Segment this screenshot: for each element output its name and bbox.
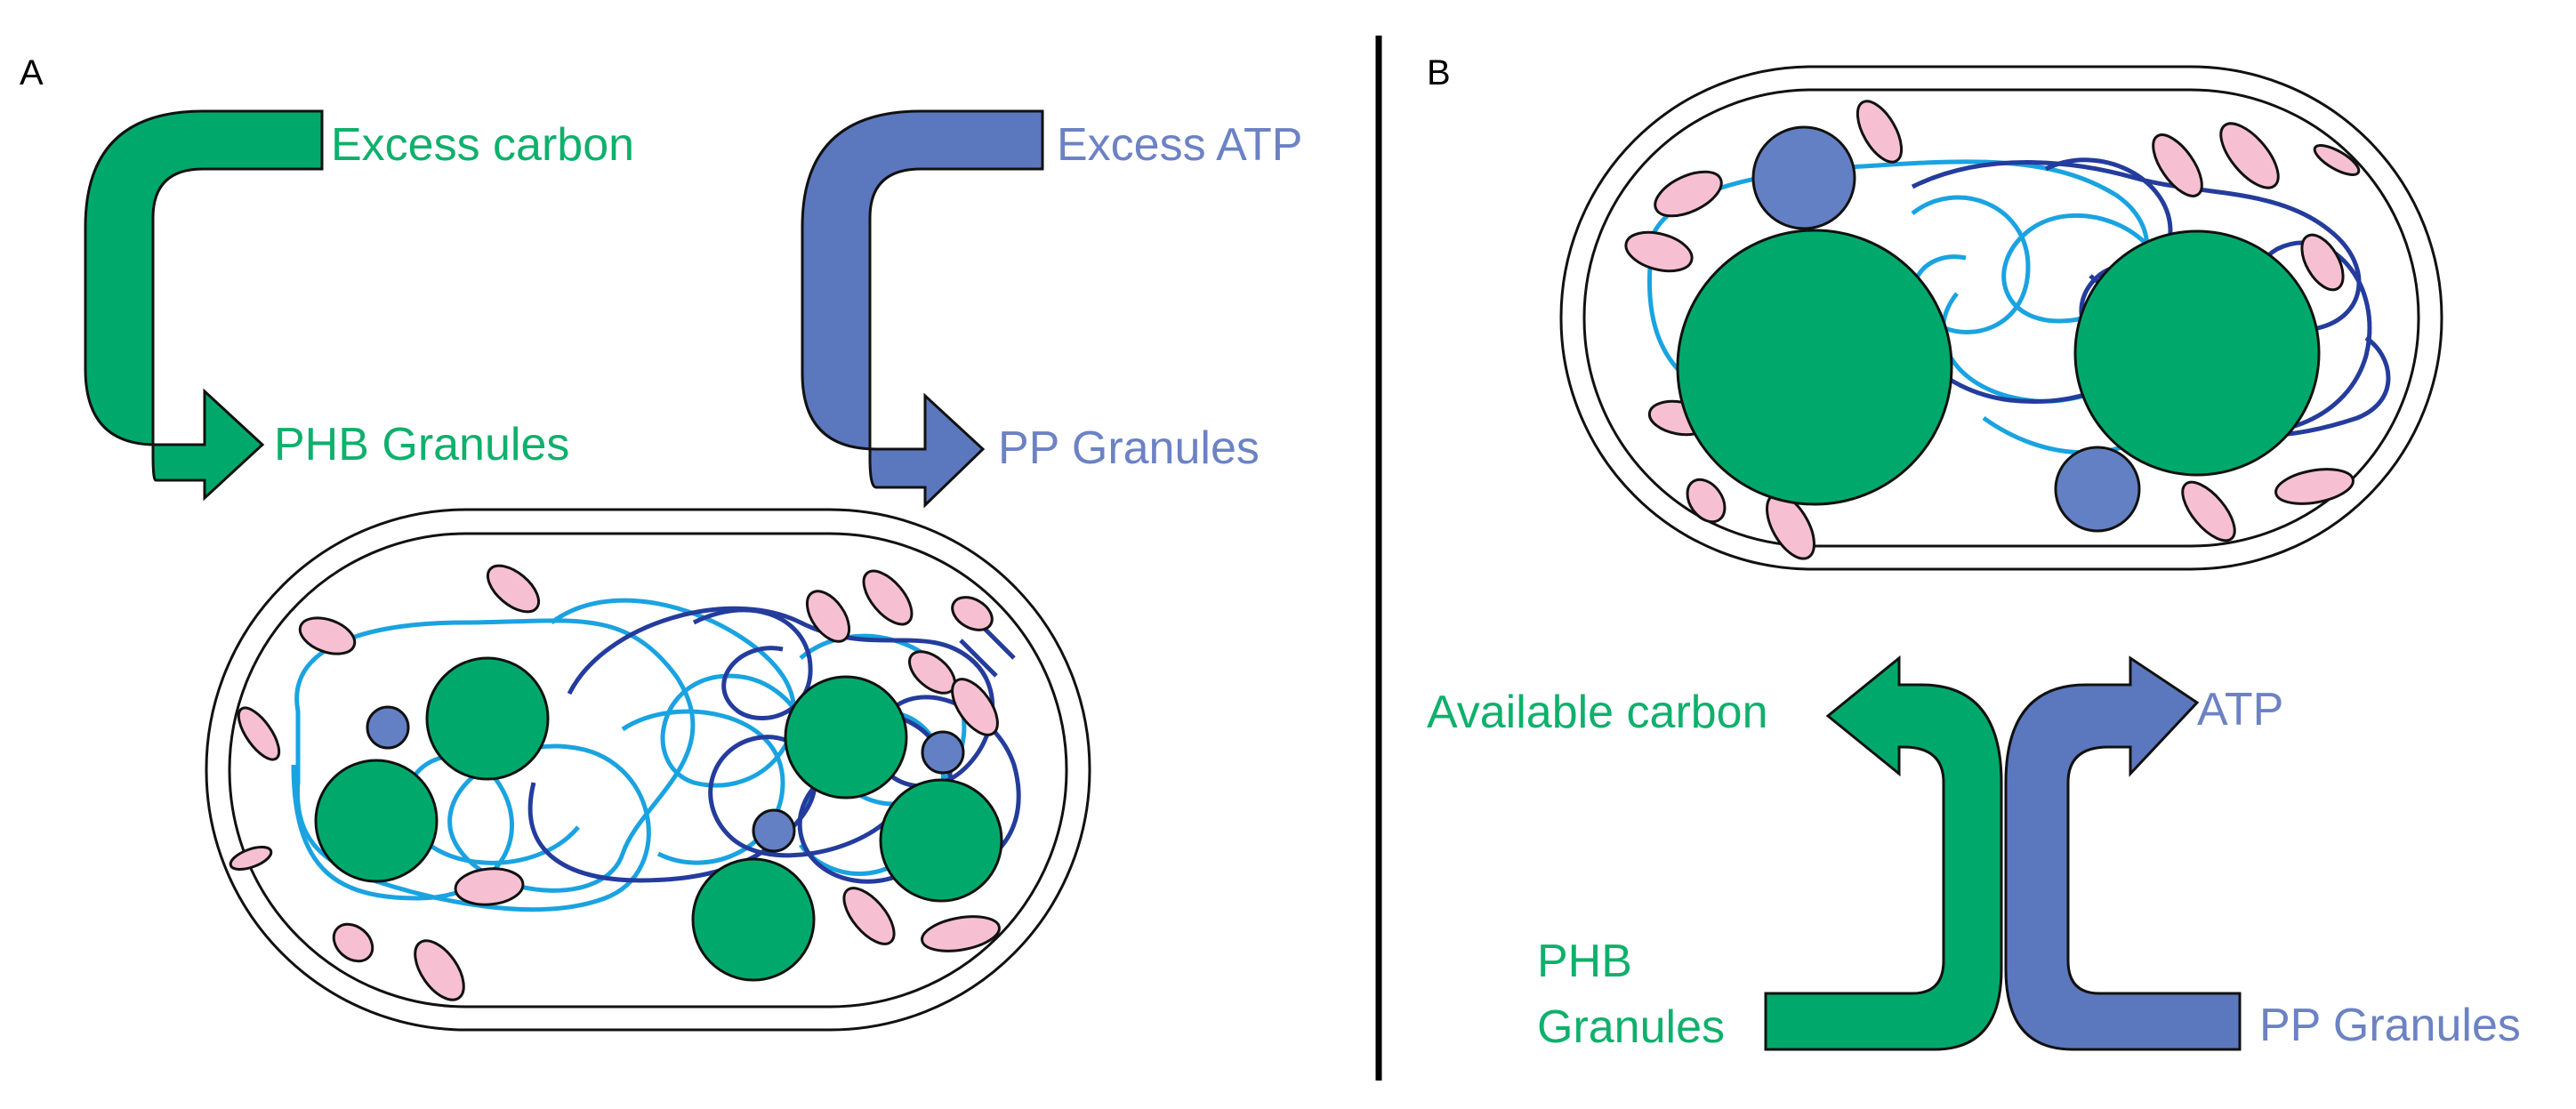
pp-granule: [921, 730, 965, 775]
ribosome: [921, 915, 1001, 952]
ribosome: [229, 846, 273, 871]
cell-a: [205, 508, 1091, 1032]
phb-granules-label-a: PHB Granules: [274, 419, 569, 470]
ribosome: [1624, 230, 1694, 273]
ribosome: [2313, 144, 2361, 176]
pp-granule: [366, 705, 410, 750]
cell-b-phb-granules: [1676, 229, 2321, 506]
phb-granule: [784, 675, 908, 800]
ribosome: [1856, 100, 1904, 164]
ribosome: [414, 939, 465, 1001]
ribosome: [454, 867, 525, 906]
cell-b: [1559, 65, 2443, 571]
ribosome: [1686, 478, 1727, 524]
panel-a-letter: A: [20, 53, 44, 92]
carbon-storage-arrow: [84, 109, 324, 502]
pp-granule: [2054, 446, 2141, 533]
cell-a-ribosomes: [229, 564, 1001, 1001]
phb-granules-label-b-line2: Granules: [1537, 1001, 1725, 1053]
ribosome: [2152, 133, 2203, 197]
panel-a: A Excess carbon PHB Granules Excess ATP …: [20, 53, 1302, 1032]
ribosome: [2219, 122, 2280, 189]
phb-granule: [879, 778, 1003, 903]
cell-a-pp-granules: [366, 705, 965, 853]
excess-carbon-label: Excess carbon: [331, 119, 634, 171]
ribosome: [298, 616, 357, 655]
phb-granule: [691, 857, 816, 982]
carbon-release-arrow: [1764, 655, 2003, 1051]
ribosome: [951, 678, 999, 736]
pp-granules-label-b: PP Granules: [2259, 1000, 2521, 1051]
ribosome: [332, 922, 374, 963]
ribosome: [805, 590, 851, 643]
phb-granules-label-b: PHB Granules: [1537, 936, 1725, 1053]
excess-atp-label: Excess ATP: [1057, 119, 1302, 171]
atp-release-arrow: [2004, 655, 2242, 1051]
panel-b-letter: B: [1427, 53, 1451, 92]
cell-b-pp-granules: [1751, 125, 2141, 533]
pp-granule: [1751, 125, 1856, 230]
phb-granules-label-b-line1: PHB: [1537, 936, 1632, 987]
ribosome: [1654, 170, 1723, 218]
ribosome: [2274, 468, 2355, 505]
cell-a-phb-granules: [314, 656, 1003, 982]
phb-granule: [314, 759, 439, 883]
ribosome: [487, 564, 540, 614]
ribosome: [2181, 480, 2236, 542]
phb-granule: [1676, 229, 1953, 506]
atp-storage-arrow: [801, 109, 1044, 509]
ribosome: [951, 596, 994, 631]
pp-granule: [752, 808, 796, 853]
available-carbon-label: Available carbon: [1427, 687, 1768, 738]
ribosome: [237, 706, 281, 761]
ribosome: [842, 887, 896, 945]
atp-label: ATP: [2197, 684, 2283, 735]
ribosome: [862, 569, 914, 626]
phb-granule: [2073, 229, 2321, 477]
phb-granule: [425, 656, 550, 781]
cell-b-ribosomes: [1624, 100, 2361, 560]
pp-granules-label-a: PP Granules: [998, 422, 1260, 474]
ribosome: [2300, 233, 2345, 292]
panel-b: B: [1427, 53, 2521, 1053]
